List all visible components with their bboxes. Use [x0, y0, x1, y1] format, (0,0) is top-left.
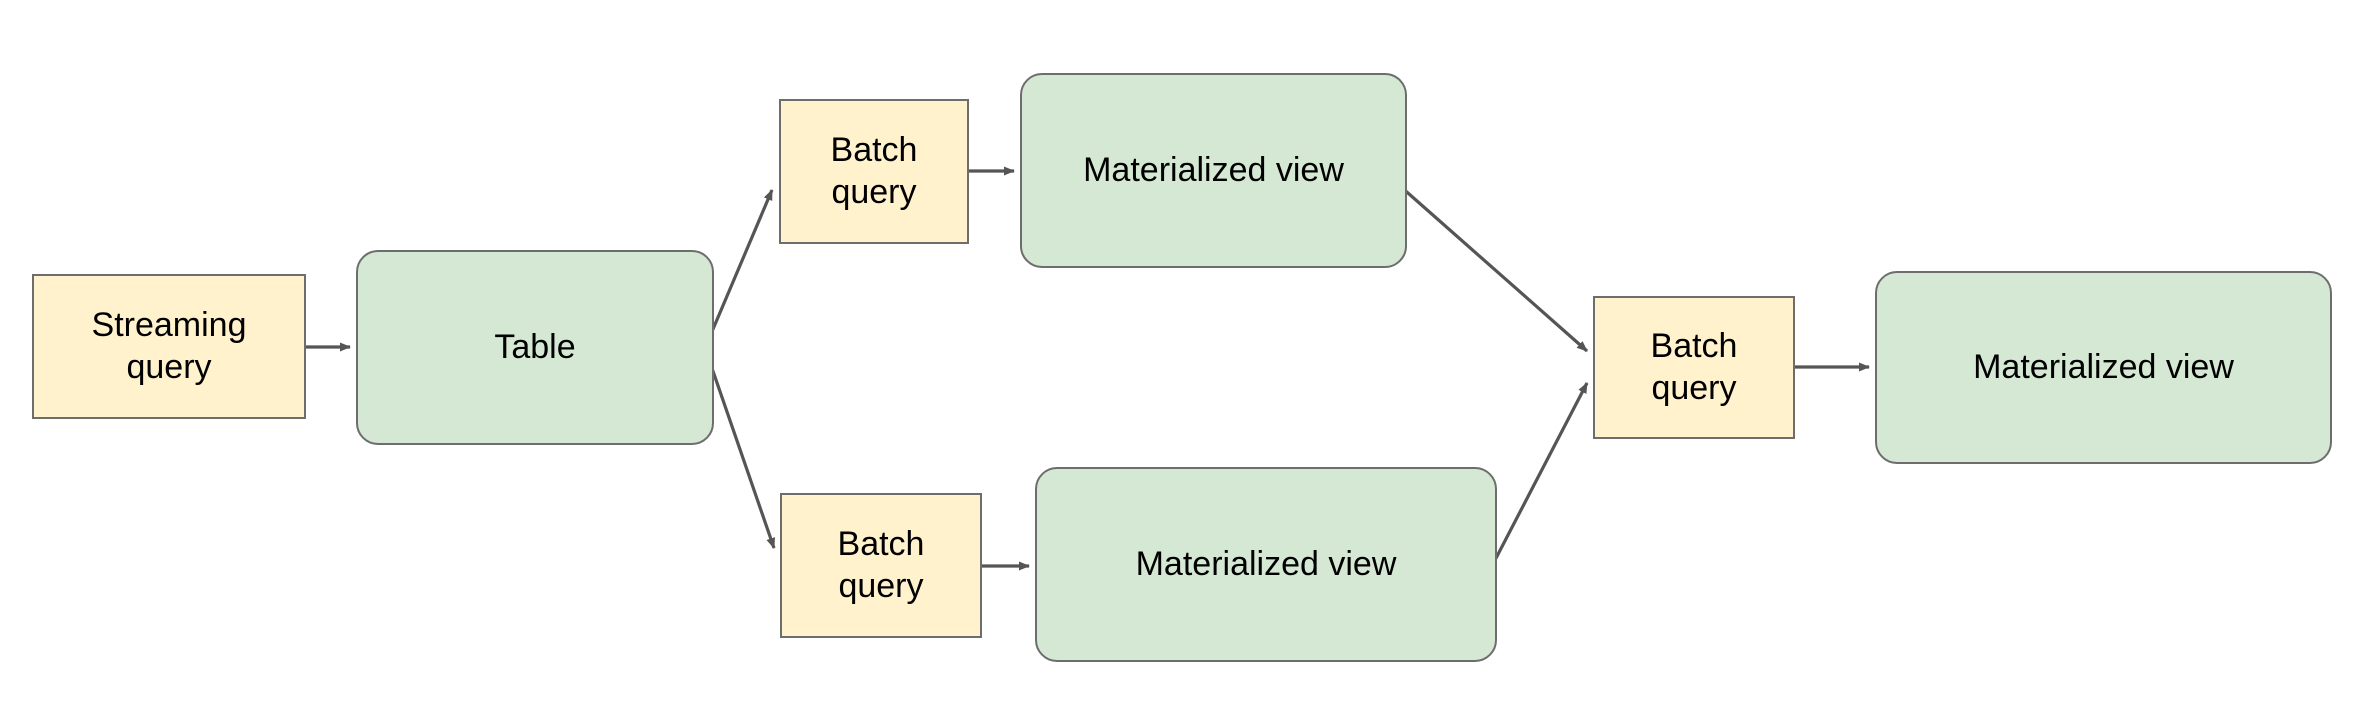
node-materialized-view-bottom[interactable]: Materialized view	[1035, 467, 1497, 662]
edge-table-to-batch-query-bottom	[703, 347, 776, 549]
node-streaming-query-label: Streaming query	[91, 306, 247, 386]
node-batch-query-top-label: Batch query	[830, 131, 918, 211]
node-batch-query-bottom-label: Batch query	[837, 525, 925, 605]
node-materialized-view-top[interactable]: Materialized view	[1020, 73, 1407, 268]
node-streaming-query[interactable]: Streaming query	[32, 274, 306, 419]
edge-materialized-view-top-to-batch-query-middle	[1398, 184, 1589, 353]
node-table-label: Table	[494, 327, 576, 366]
node-materialized-view-right[interactable]: Materialized view	[1875, 271, 2332, 464]
edge-materialized-view-bottom-to-batch-query-middle	[1492, 382, 1589, 563]
node-batch-query-middle[interactable]: Batch query	[1593, 296, 1795, 439]
node-batch-query-bottom[interactable]: Batch query	[780, 493, 982, 638]
node-materialized-view-top-label: Materialized view	[1083, 150, 1344, 189]
node-batch-query-top[interactable]: Batch query	[779, 99, 969, 244]
node-materialized-view-right-label: Materialized view	[1973, 347, 2234, 386]
node-batch-query-middle-label: Batch query	[1650, 327, 1738, 407]
edge-table-to-batch-query-top	[703, 189, 774, 349]
node-materialized-view-bottom-label: Materialized view	[1135, 544, 1397, 583]
node-table[interactable]: Table	[356, 250, 714, 445]
